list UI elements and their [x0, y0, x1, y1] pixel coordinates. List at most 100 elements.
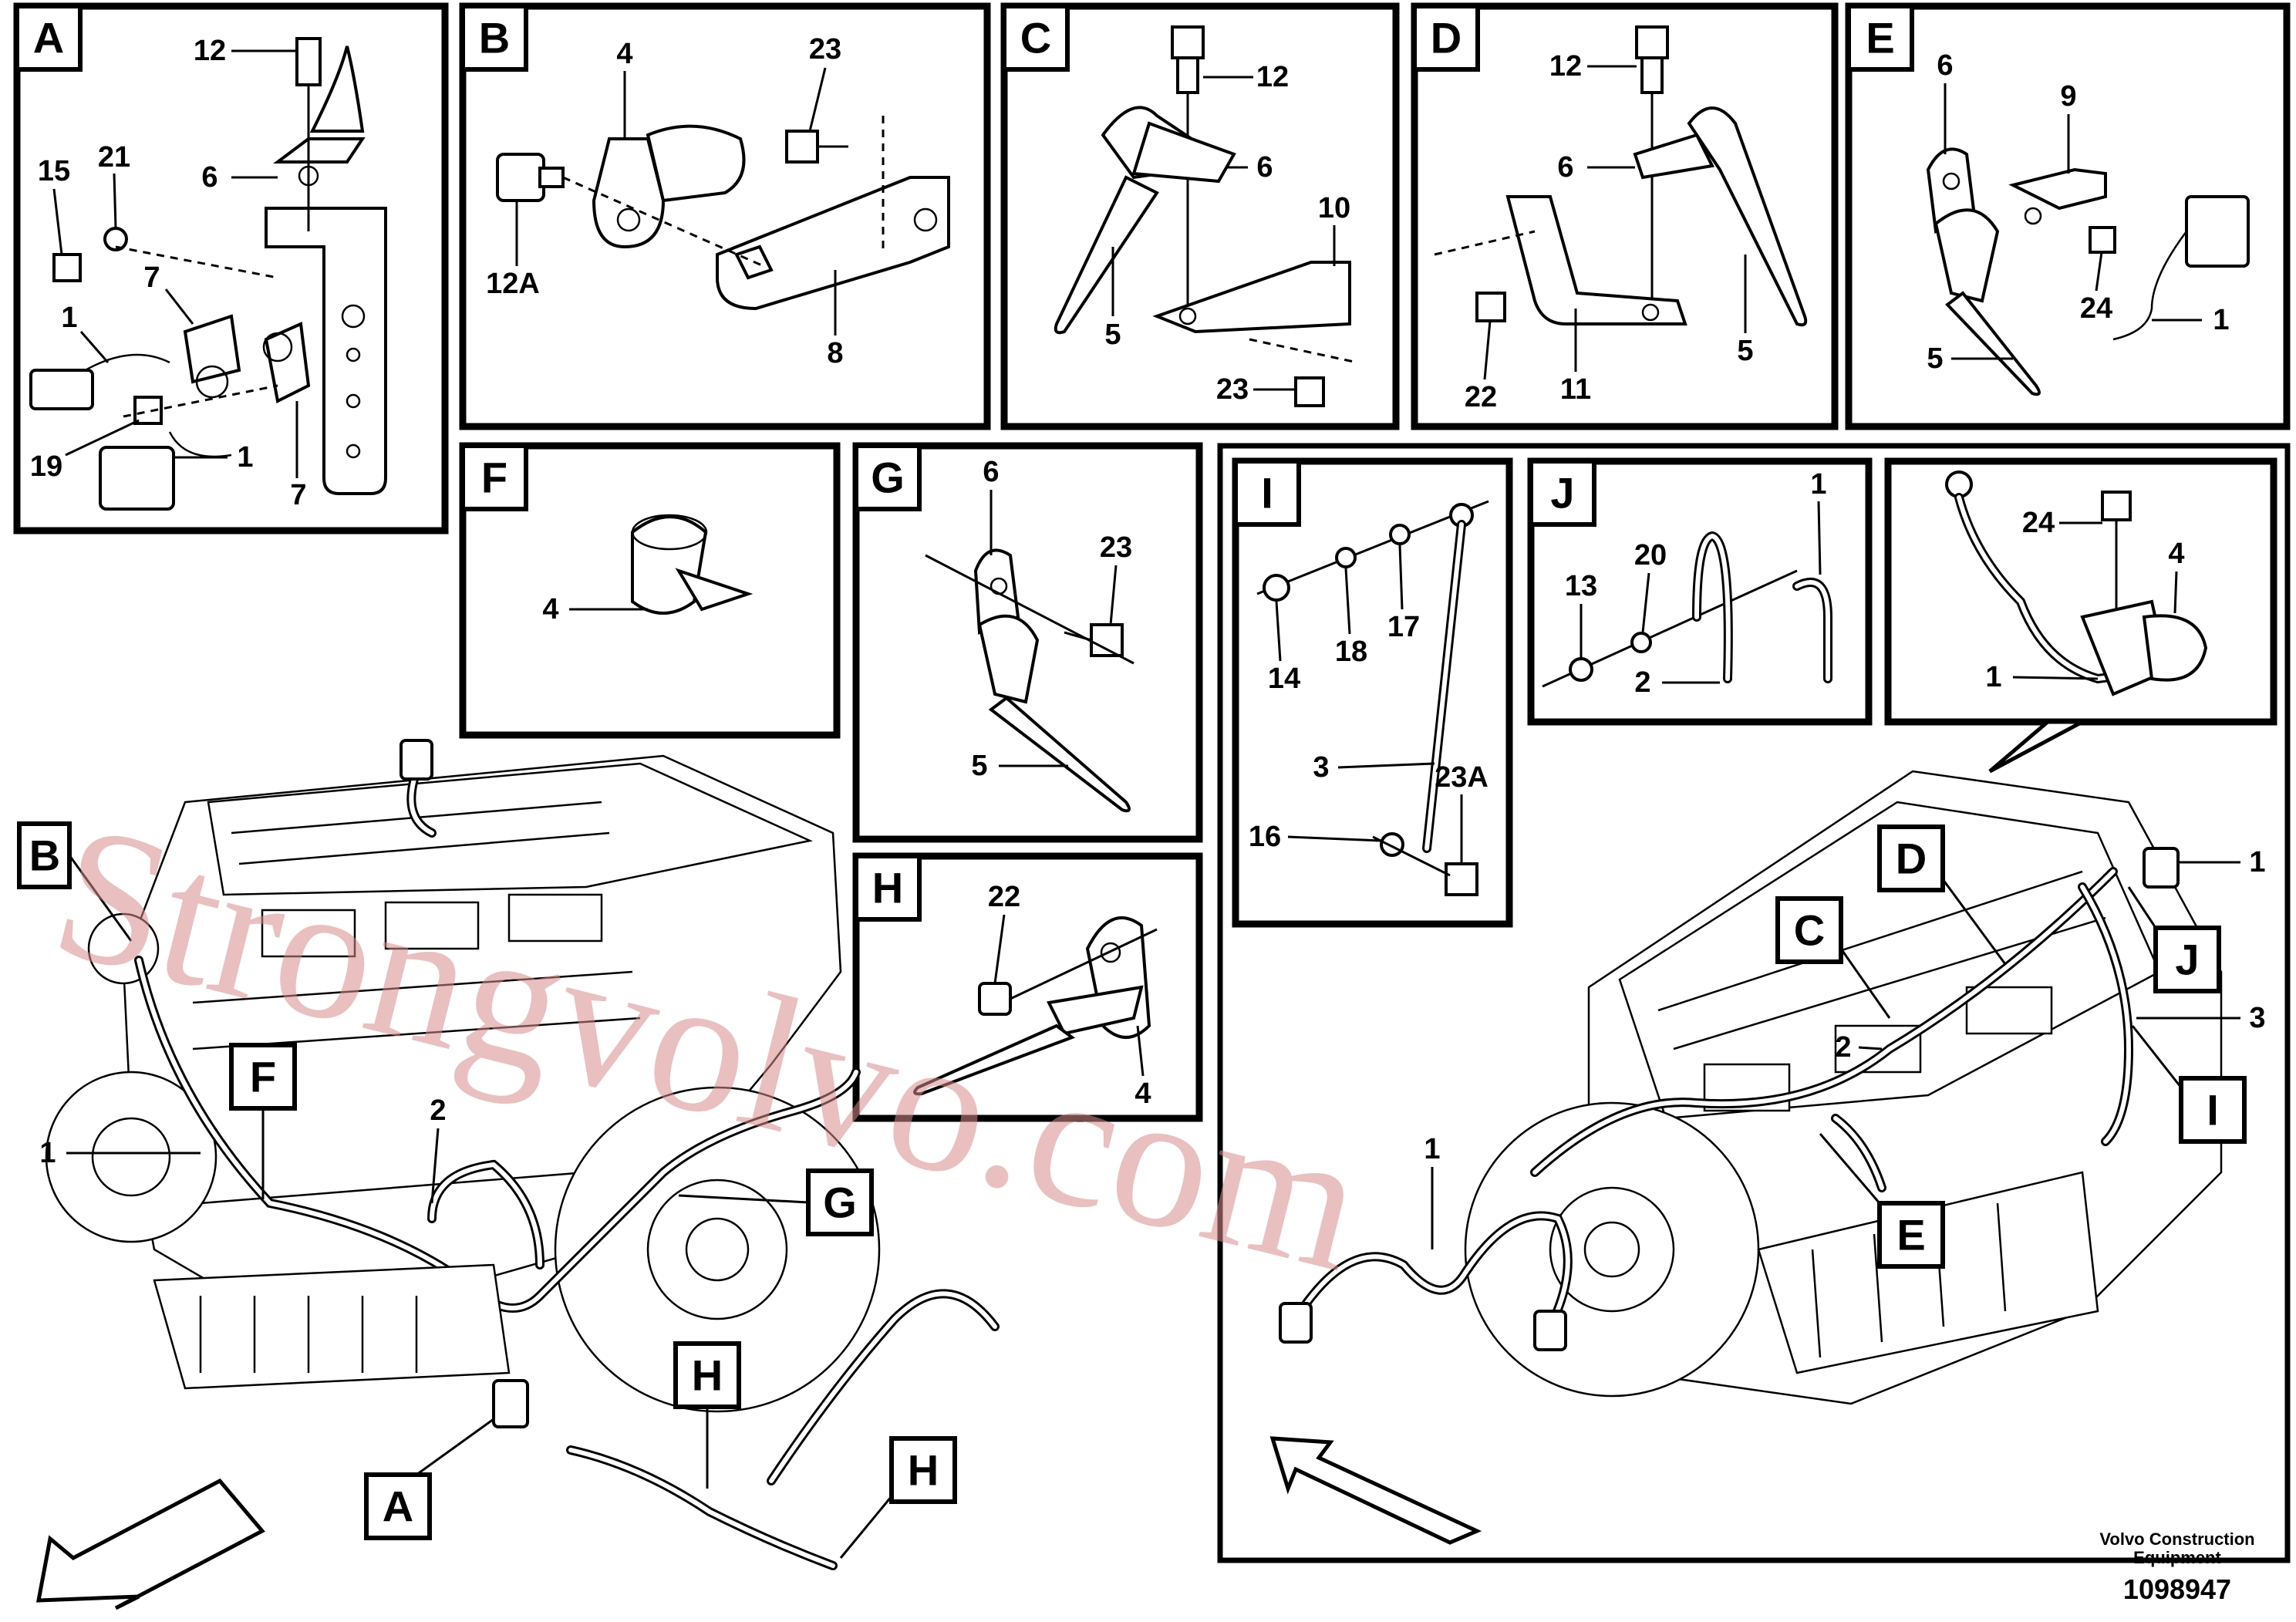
panel-j-letter: J	[1550, 469, 1574, 518]
right-view-tag-d-letter: D	[1896, 835, 1927, 883]
panel-g-tag	[854, 443, 922, 511]
panel-f-letter: F	[481, 454, 507, 502]
right-view-tag-j	[2153, 926, 2221, 993]
right-view-callout-2: 2	[1835, 1031, 1851, 1064]
document-number: 1098947	[2123, 1573, 2231, 1605]
panel-a: A 12 6 15 21 7	[13, 2, 449, 534]
right-view-tag-e-letter: E	[1896, 1211, 1925, 1259]
panel-d-tag	[1412, 4, 1480, 72]
right-engine-view: D C J I E 1 2 3 1	[1269, 770, 2266, 1545]
panel-i-callout-23a: 23A	[1435, 761, 1489, 794]
panel-c-callout-12: 12	[1256, 61, 1289, 93]
right-view-tag-c	[1775, 896, 1843, 964]
panel-g-callout-6: 6	[983, 456, 999, 488]
panel-j-callout-13: 13	[1565, 570, 1597, 602]
left-view-tag-g-letter: G	[823, 1179, 857, 1227]
panel-a-callout-21: 21	[98, 141, 130, 174]
right-view-callout-3: 3	[2249, 1002, 2265, 1034]
left-engine-view: B F G H H A 1 2	[17, 739, 1000, 1610]
panel-e-callout-5: 5	[1927, 342, 1943, 375]
right-view-tag-c-letter: C	[1794, 906, 1825, 955]
panel-b-tag	[460, 4, 528, 72]
left-view-tag-a-letter: A	[383, 1482, 413, 1531]
panel-a-callout-19: 19	[30, 450, 62, 483]
panel-i-callout-14: 14	[1268, 663, 1300, 695]
panel-f: F 4	[459, 442, 841, 739]
panel-a-callout-1-top: 1	[61, 302, 77, 334]
panel-a-callout-15: 15	[38, 155, 70, 187]
panel-a-tag	[15, 4, 83, 72]
left-view-tag-f-letter: F	[250, 1053, 276, 1101]
right-view-direction-arrow	[1269, 1436, 1482, 1545]
panel-ground-cable: 24 4 1	[1884, 457, 2277, 774]
panel-h-callout-22: 22	[988, 881, 1020, 913]
panel-d-callout-22: 22	[1465, 381, 1497, 413]
panel-c-callout-6: 6	[1256, 151, 1273, 184]
footer-company-line-1: Volvo Construction	[2099, 1529, 2254, 1549]
panel-d-letter: D	[1431, 14, 1462, 62]
panel-c-callout-10: 10	[1318, 192, 1350, 224]
right-view-frame	[1217, 443, 2291, 1563]
panel-a-letter: A	[33, 14, 64, 62]
panel-j-callout-20: 20	[1634, 539, 1667, 572]
panel-b-callout-8: 8	[827, 337, 843, 369]
panel-e-tag	[1846, 4, 1914, 72]
right-view-tag-d	[1877, 824, 1945, 892]
panel-ground-callout-24: 24	[2022, 507, 2055, 539]
right-view-callout-1-top: 1	[2249, 846, 2265, 878]
footer: Volvo Construction Equipment 1098947	[2099, 1529, 2254, 1605]
panel-i-callout-16: 16	[1249, 821, 1281, 853]
right-view-tag-i	[2179, 1076, 2247, 1144]
panel-d-callout-6: 6	[1557, 151, 1573, 184]
right-view-tag-j-letter: J	[2175, 936, 2199, 984]
panel-g: G 6 23 5	[852, 442, 1203, 843]
panel-i-callout-3: 3	[1313, 751, 1329, 784]
panel-g-letter: G	[871, 454, 905, 502]
panel-f-tag	[460, 443, 528, 511]
panel-b-callout-12a: 12A	[486, 268, 540, 300]
panel-a-callout-7-top: 7	[143, 261, 160, 294]
right-view-tag-i-letter: I	[2207, 1086, 2219, 1135]
panel-b-callout-23: 23	[809, 33, 841, 66]
left-view-callout-1: 1	[39, 1137, 56, 1169]
panel-h: H 22 4	[852, 852, 1203, 1122]
panel-b-callout-4: 4	[616, 38, 632, 70]
panel-d-callout-5: 5	[1737, 335, 1753, 367]
panel-f-callout-4: 4	[542, 593, 558, 626]
left-view-tag-h-2-letter: H	[908, 1446, 939, 1495]
left-view-tag-h-1-letter: H	[692, 1351, 723, 1400]
left-view-tag-b-letter: B	[29, 831, 60, 880]
left-view-direction-arrow	[35, 1478, 265, 1610]
panel-ground-callout-4: 4	[2168, 538, 2184, 570]
panel-c-callout-23: 23	[1216, 373, 1249, 406]
panel-ground-callout-1: 1	[1985, 661, 2001, 693]
panel-j-tag	[1529, 459, 1596, 527]
left-view-tag-a	[364, 1472, 432, 1540]
panel-i: I 14 18 17 3 23A 16	[1232, 457, 1513, 928]
panel-a-callout-12: 12	[194, 35, 226, 67]
panel-e-callout-1: 1	[2213, 304, 2229, 336]
left-view-callout-2: 2	[430, 1094, 446, 1127]
panel-g-callout-5: 5	[971, 750, 987, 782]
panel-i-callout-18: 18	[1335, 636, 1367, 668]
panel-h-tag	[854, 854, 922, 922]
panel-i-letter: I	[1261, 469, 1273, 518]
panel-c-callout-5: 5	[1104, 319, 1121, 351]
panel-i-callout-17: 17	[1387, 611, 1420, 643]
panel-j-callout-1: 1	[1810, 468, 1826, 501]
right-view-tag-e	[1877, 1201, 1945, 1269]
panel-h-letter: H	[872, 864, 903, 912]
panel-e-callout-6: 6	[1937, 49, 1953, 82]
panel-c-tag	[1002, 4, 1070, 72]
panel-e: E 6 9 24 1 5	[1845, 2, 2291, 430]
panel-d: D 12 6 22 11 5	[1411, 2, 1839, 430]
panel-d-callout-12: 12	[1549, 50, 1582, 83]
panel-b-letter: B	[479, 14, 510, 62]
panel-b: B 4 23 12A 8	[459, 2, 991, 430]
footer-company-line-2: Equipment	[2133, 1548, 2221, 1567]
panel-g-callout-23: 23	[1100, 531, 1132, 564]
panel-a-callout-1-bottom: 1	[237, 441, 253, 474]
panel-e-callout-24: 24	[2080, 292, 2112, 325]
panel-h-callout-4: 4	[1135, 1077, 1151, 1110]
